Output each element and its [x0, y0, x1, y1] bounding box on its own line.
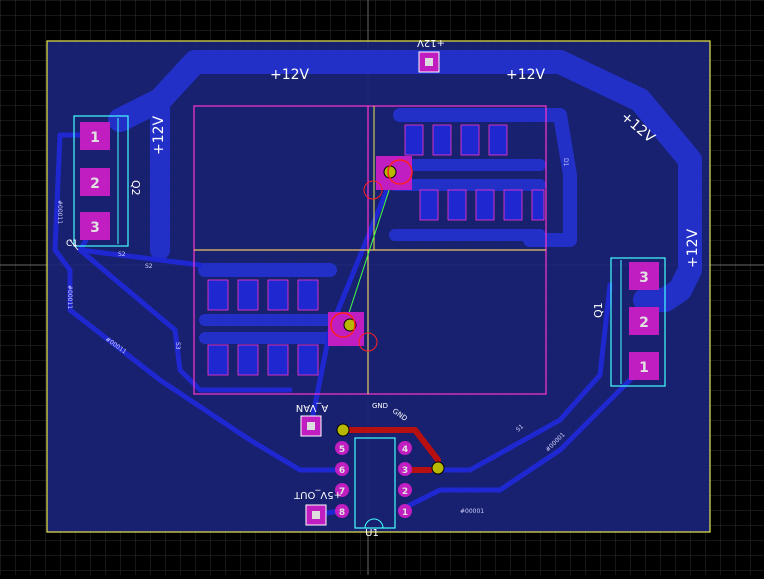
- c1-ref-label: C1: [66, 239, 78, 249]
- u1-pin-2[interactable]: [398, 483, 412, 497]
- q2-pin-1-label: 1: [90, 130, 100, 146]
- via-1[interactable]: [336, 423, 350, 437]
- net-label-00011-b: #00011: [66, 285, 73, 309]
- via-2[interactable]: [431, 461, 445, 475]
- trace-s2-left[interactable]: [77, 247, 293, 393]
- q1-outline: [610, 257, 666, 387]
- mosfet-bottom-via[interactable]: [328, 312, 378, 352]
- mosfet-bottom-pads: [207, 279, 319, 376]
- u1-pin-7-label: 7: [339, 487, 345, 497]
- q1-ref-label: Q1: [592, 302, 605, 318]
- net-label-s2-top: S2: [118, 251, 126, 258]
- q1-pad-3[interactable]: [629, 262, 659, 290]
- test-point-5v-out[interactable]: [305, 504, 327, 526]
- trace-00011[interactable]: [52, 132, 338, 473]
- trace-12v-left[interactable]: [108, 50, 442, 132]
- q2-pin-3-label: 3: [90, 220, 100, 236]
- q2-pad-2[interactable]: [80, 168, 110, 196]
- ratsnest-line: [344, 171, 396, 326]
- test-point-12v-label: +12V: [417, 37, 445, 48]
- signal-traces[interactable]: [52, 132, 648, 518]
- q1-pin-1-label: 1: [639, 360, 649, 376]
- net-label-12v-right: +12V: [685, 228, 701, 268]
- u1-ref-label: U1: [365, 528, 379, 539]
- u1-pin-1[interactable]: [398, 504, 412, 518]
- trace-mosfet-top[interactable]: [393, 108, 577, 247]
- board-outline[interactable]: [46, 40, 711, 533]
- u1-pin-4[interactable]: [398, 441, 412, 455]
- q2-pin-2-label: 2: [90, 176, 100, 192]
- q2-outline: [73, 115, 129, 247]
- net-label-s1: S1: [515, 423, 525, 433]
- net-label-d1: D1: [562, 158, 569, 167]
- mosfet-top-pads: [404, 124, 545, 221]
- u1-pin-6-label: 6: [339, 466, 345, 476]
- u1-pin-4-label: 4: [402, 445, 408, 455]
- q1-pad-1[interactable]: [629, 352, 659, 380]
- net-label-00001-b: #00001: [460, 508, 484, 515]
- net-label-12v-top-left: +12V: [270, 67, 310, 83]
- u1-pin-7[interactable]: [335, 483, 349, 497]
- test-point-a-van[interactable]: [300, 415, 322, 437]
- q1-pin-2-label: 2: [639, 315, 649, 331]
- c1-capacitor[interactable]: C1: [66, 239, 79, 251]
- u1-pin-8-label: 8: [339, 508, 345, 518]
- q2-connector[interactable]: 1 2 3 Q2: [80, 118, 142, 244]
- u1-ic[interactable]: 5 6 7 8 4 3 2 1 U1: [335, 441, 412, 539]
- net-label-12v-left: +12V: [151, 115, 167, 155]
- u1-outline: [354, 437, 396, 529]
- trace-12v-right[interactable]: [418, 50, 702, 312]
- test-point-12v[interactable]: [418, 51, 440, 73]
- net-label-s3: S3: [174, 342, 181, 350]
- u1-pin-3[interactable]: [398, 462, 412, 476]
- power-traces[interactable]: [108, 50, 702, 344]
- q2-pad-3[interactable]: [80, 212, 110, 240]
- net-label-12v-top-right: +12V: [506, 67, 546, 83]
- u1-pin-3-label: 3: [402, 466, 408, 476]
- u1-pin-6[interactable]: [335, 462, 349, 476]
- u1-pin-5-label: 5: [339, 445, 345, 455]
- u1-pin-8[interactable]: [335, 504, 349, 518]
- u1-pin-2-label: 2: [402, 487, 408, 497]
- q1-pad-2[interactable]: [629, 307, 659, 335]
- gnd-label-1: GND: [372, 402, 388, 410]
- q1-connector[interactable]: 3 2 1 Q1: [592, 260, 659, 384]
- net-label-00011-a: #00011: [56, 200, 63, 224]
- u1-pin-5[interactable]: [335, 441, 349, 455]
- q2-ref-label: Q2: [129, 180, 142, 196]
- test-point-a-van-label: A_VAN: [296, 402, 328, 413]
- q1-pin-3-label: 3: [639, 270, 649, 286]
- mosfet-top-via[interactable]: [363, 156, 413, 200]
- q2-pad-1[interactable]: [80, 122, 110, 150]
- net-label-s2-left: S2: [145, 263, 153, 270]
- u1-pin-1-label: 1: [402, 508, 408, 518]
- test-point-5v-out-label: +5V_OUT: [293, 489, 342, 500]
- trace-s1[interactable]: [427, 282, 613, 473]
